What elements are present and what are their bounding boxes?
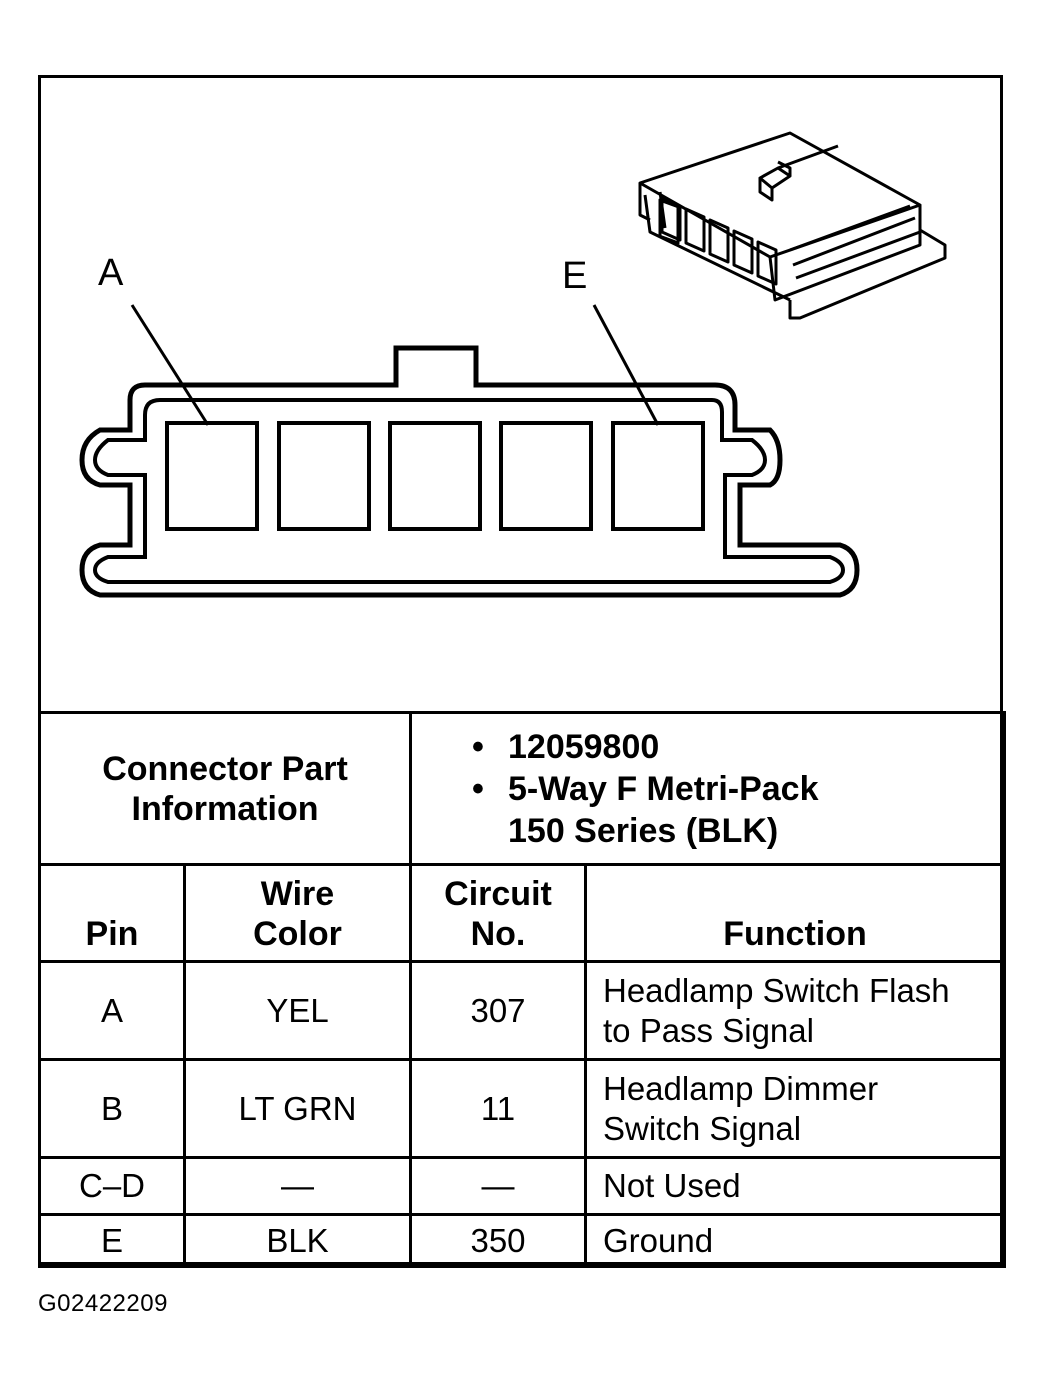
pin-cell: A <box>38 960 186 1061</box>
label-a: A <box>98 252 124 294</box>
pin-cell: E <box>38 1213 186 1268</box>
circuit-cell: — <box>409 1156 587 1216</box>
wire-color-cell: LT GRN <box>183 1058 412 1159</box>
header-function: Function <box>584 863 1006 963</box>
label-e: E <box>562 255 587 297</box>
cavity-d <box>499 421 593 531</box>
connector-isometric-illustration <box>638 131 947 320</box>
connector-description-line2: 150 Series (BLK) <box>508 811 779 850</box>
circuit-cell: 11 <box>409 1058 587 1159</box>
function-line1: Headlamp Switch Flash <box>603 971 950 1009</box>
connector-info-table: Connector Part Information 12059800 5-Wa… <box>38 711 1006 1268</box>
header-wire-color-line2: Color <box>253 915 342 953</box>
circuit-cell: 350 <box>409 1213 587 1268</box>
table-row: B LT GRN 11 Headlamp Dimmer Switch Signa… <box>38 1058 1006 1159</box>
connector-part-row: Connector Part Information 12059800 5-Wa… <box>38 711 1006 866</box>
cavity-a <box>165 421 259 531</box>
connector-face <box>79 345 860 598</box>
wire-color-cell: YEL <box>183 960 412 1061</box>
function-cell: Headlamp Dimmer Switch Signal <box>584 1058 1006 1159</box>
table-row: A YEL 307 Headlamp Switch Flash to Pass … <box>38 960 1006 1061</box>
header-wire-color-line1: Wire <box>260 875 335 913</box>
wire-color-cell: — <box>183 1156 412 1216</box>
wire-color-cell: BLK <box>183 1213 412 1268</box>
header-circuit-line2: No. <box>470 915 526 953</box>
function-line2: to Pass Signal <box>603 1011 814 1049</box>
pin-cell: C–D <box>38 1156 186 1216</box>
connector-part-details: 12059800 5-Way F Metri-Pack 150 Series (… <box>409 711 1006 866</box>
function-line2: Switch Signal <box>603 1109 802 1147</box>
connector-part-title-line1: Connector Part <box>102 749 348 788</box>
function-cell: Ground <box>584 1213 1006 1268</box>
figure-code: G02422209 <box>38 1290 168 1317</box>
table-row: C–D — — Not Used <box>38 1156 1006 1216</box>
pin-cell: B <box>38 1058 186 1159</box>
table-row: E BLK 350 Ground <box>38 1213 1006 1268</box>
connector-part-title-line2: Information <box>131 789 319 828</box>
connector-description-line1: 5-Way F Metri-Pack <box>472 768 1003 810</box>
function-cell: Not Used <box>584 1156 1006 1216</box>
header-circuit-no: Circuit No. <box>409 863 587 963</box>
function-line1: Headlamp Dimmer <box>603 1069 879 1107</box>
leader-lines <box>130 304 660 426</box>
cavity-e <box>611 421 705 531</box>
part-number: 12059800 <box>472 726 1003 768</box>
cavity-c <box>388 421 482 531</box>
header-pin: Pin <box>38 863 186 963</box>
function-cell: Headlamp Switch Flash to Pass Signal <box>584 960 1006 1061</box>
header-row: Pin Wire Color Circuit No. Function <box>38 863 1006 963</box>
header-wire-color: Wire Color <box>183 863 412 963</box>
circuit-cell: 307 <box>409 960 587 1061</box>
header-circuit-line1: Circuit <box>444 875 552 913</box>
connector-diagram: A E <box>79 131 947 598</box>
pin-cavities <box>165 421 705 531</box>
cavity-b <box>277 421 371 531</box>
connector-part-info-label: Connector Part Information <box>38 711 412 866</box>
